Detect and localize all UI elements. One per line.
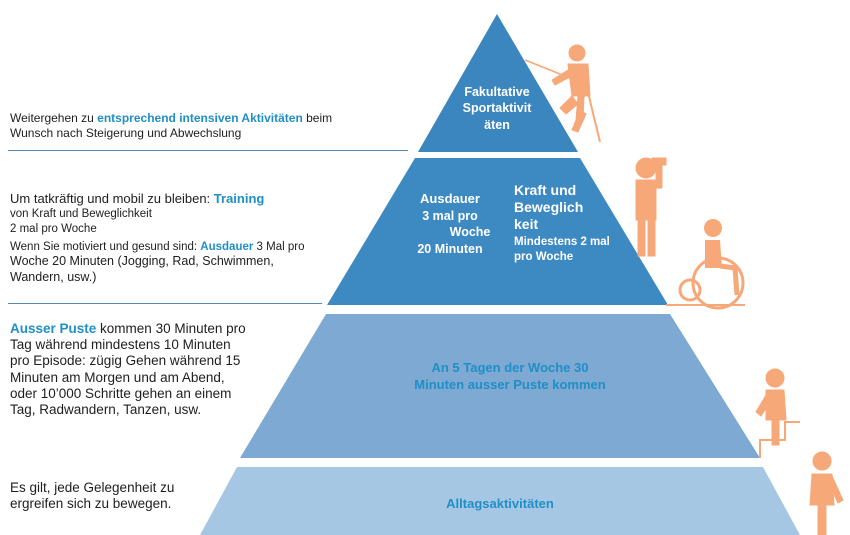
desc2-text: Um tatkräftig und mobil zu bleiben:: [10, 191, 214, 206]
desc2-line3: 2 mal pro Woche: [10, 222, 97, 235]
desc2-highlight: Training: [213, 191, 265, 206]
dumbbell-person-icon: [635, 157, 667, 257]
desc2-line4: Wenn Sie motiviert und gesund sind:: [10, 241, 201, 253]
stair-climber-icon: [755, 368, 800, 458]
third-line2: Minuten ausser Puste kommen: [414, 376, 606, 392]
desc3-line5: oder 10’000 Schritte gehen an einem: [10, 385, 232, 401]
strength-title: Kraft und Beweglich keit: [514, 182, 584, 232]
divider-1: [8, 150, 408, 151]
level-third-label: An 5 Tagen der Woche 30 Minuten ausser P…: [360, 360, 660, 394]
level-middle-left: Ausdauer 3 mal pro Woche 20 Minuten: [400, 190, 500, 258]
endurance-label: Ausdauer: [420, 191, 480, 206]
desc3-highlight: Ausser Puste: [10, 321, 97, 336]
desc1-text-end: beim: [302, 111, 333, 125]
description-training: Um tatkräftig und mobil zu bleiben: Trai…: [10, 191, 304, 286]
desc3-line4: Minuten am Morgen und am Abend,: [10, 369, 225, 385]
endurance-line4: 20 Minuten: [417, 242, 483, 257]
endurance-line2: 3 mal pro: [422, 208, 478, 223]
desc2-line2: von Kraft und Beweglichkeit: [10, 208, 152, 221]
desc4-line2: ergreifen sich zu bewegen.: [10, 496, 172, 512]
desc3-line1: kommen 30 Minuten pro: [96, 321, 246, 336]
desc2-line6: Wandern, usw.): [10, 270, 97, 284]
endurance-line3: Woche: [449, 225, 491, 240]
pyramid-level-base: [200, 467, 800, 535]
desc3-line3: pro Episode: zügig Gehen während 15: [10, 353, 241, 369]
desc2-line4-end: 3 Mal pro: [253, 241, 305, 253]
pyramid-level-middle: [327, 158, 668, 305]
desc2-highlight-2: Ausdauer: [200, 241, 254, 253]
pyramid-level-top: [418, 14, 578, 152]
desc1-highlight: entsprechend intensiven Aktivitäten: [97, 111, 303, 125]
desc1-text: Weitergehen zu: [10, 111, 98, 125]
level-base-label: Alltagsaktivitäten: [446, 496, 554, 511]
third-line1: An 5 Tagen der Woche 30: [431, 360, 589, 375]
level-middle-right: Kraft und Beweglich keit Mindestens 2 ma…: [514, 182, 614, 265]
strength-sub: Mindestens 2 mal pro Woche: [514, 236, 610, 264]
hiker-icon: [524, 44, 601, 143]
desc2-line5: Woche 20 Minuten (Jogging, Rad, Schwimme…: [10, 254, 274, 269]
wheelchair-person-icon: [666, 219, 745, 310]
desc3-line6: Tag, Radwandern, Tanzen, usw.: [10, 401, 202, 417]
description-daily-activity: Es gilt, jede Gelegenheit zu ergreifen s…: [10, 480, 174, 512]
divider-2: [8, 303, 322, 304]
pyramid-level-third: [240, 314, 760, 458]
description-out-of-breath: Ausser Puste kommen 30 Minuten pro Tag w…: [10, 321, 246, 418]
level-top-label: Fakultative Sportaktivit äten: [462, 85, 532, 132]
desc1-line2: Wunsch nach Steigerung und Abwechslung: [10, 126, 242, 140]
desc3-line2: Tag während mindestens 10 Minuten: [10, 337, 231, 353]
standing-person-icon: [809, 451, 844, 535]
desc4-line1: Es gilt, jede Gelegenheit zu: [10, 480, 175, 495]
description-optional-sport: Weitergehen zu entsprechend intensiven A…: [10, 111, 332, 141]
